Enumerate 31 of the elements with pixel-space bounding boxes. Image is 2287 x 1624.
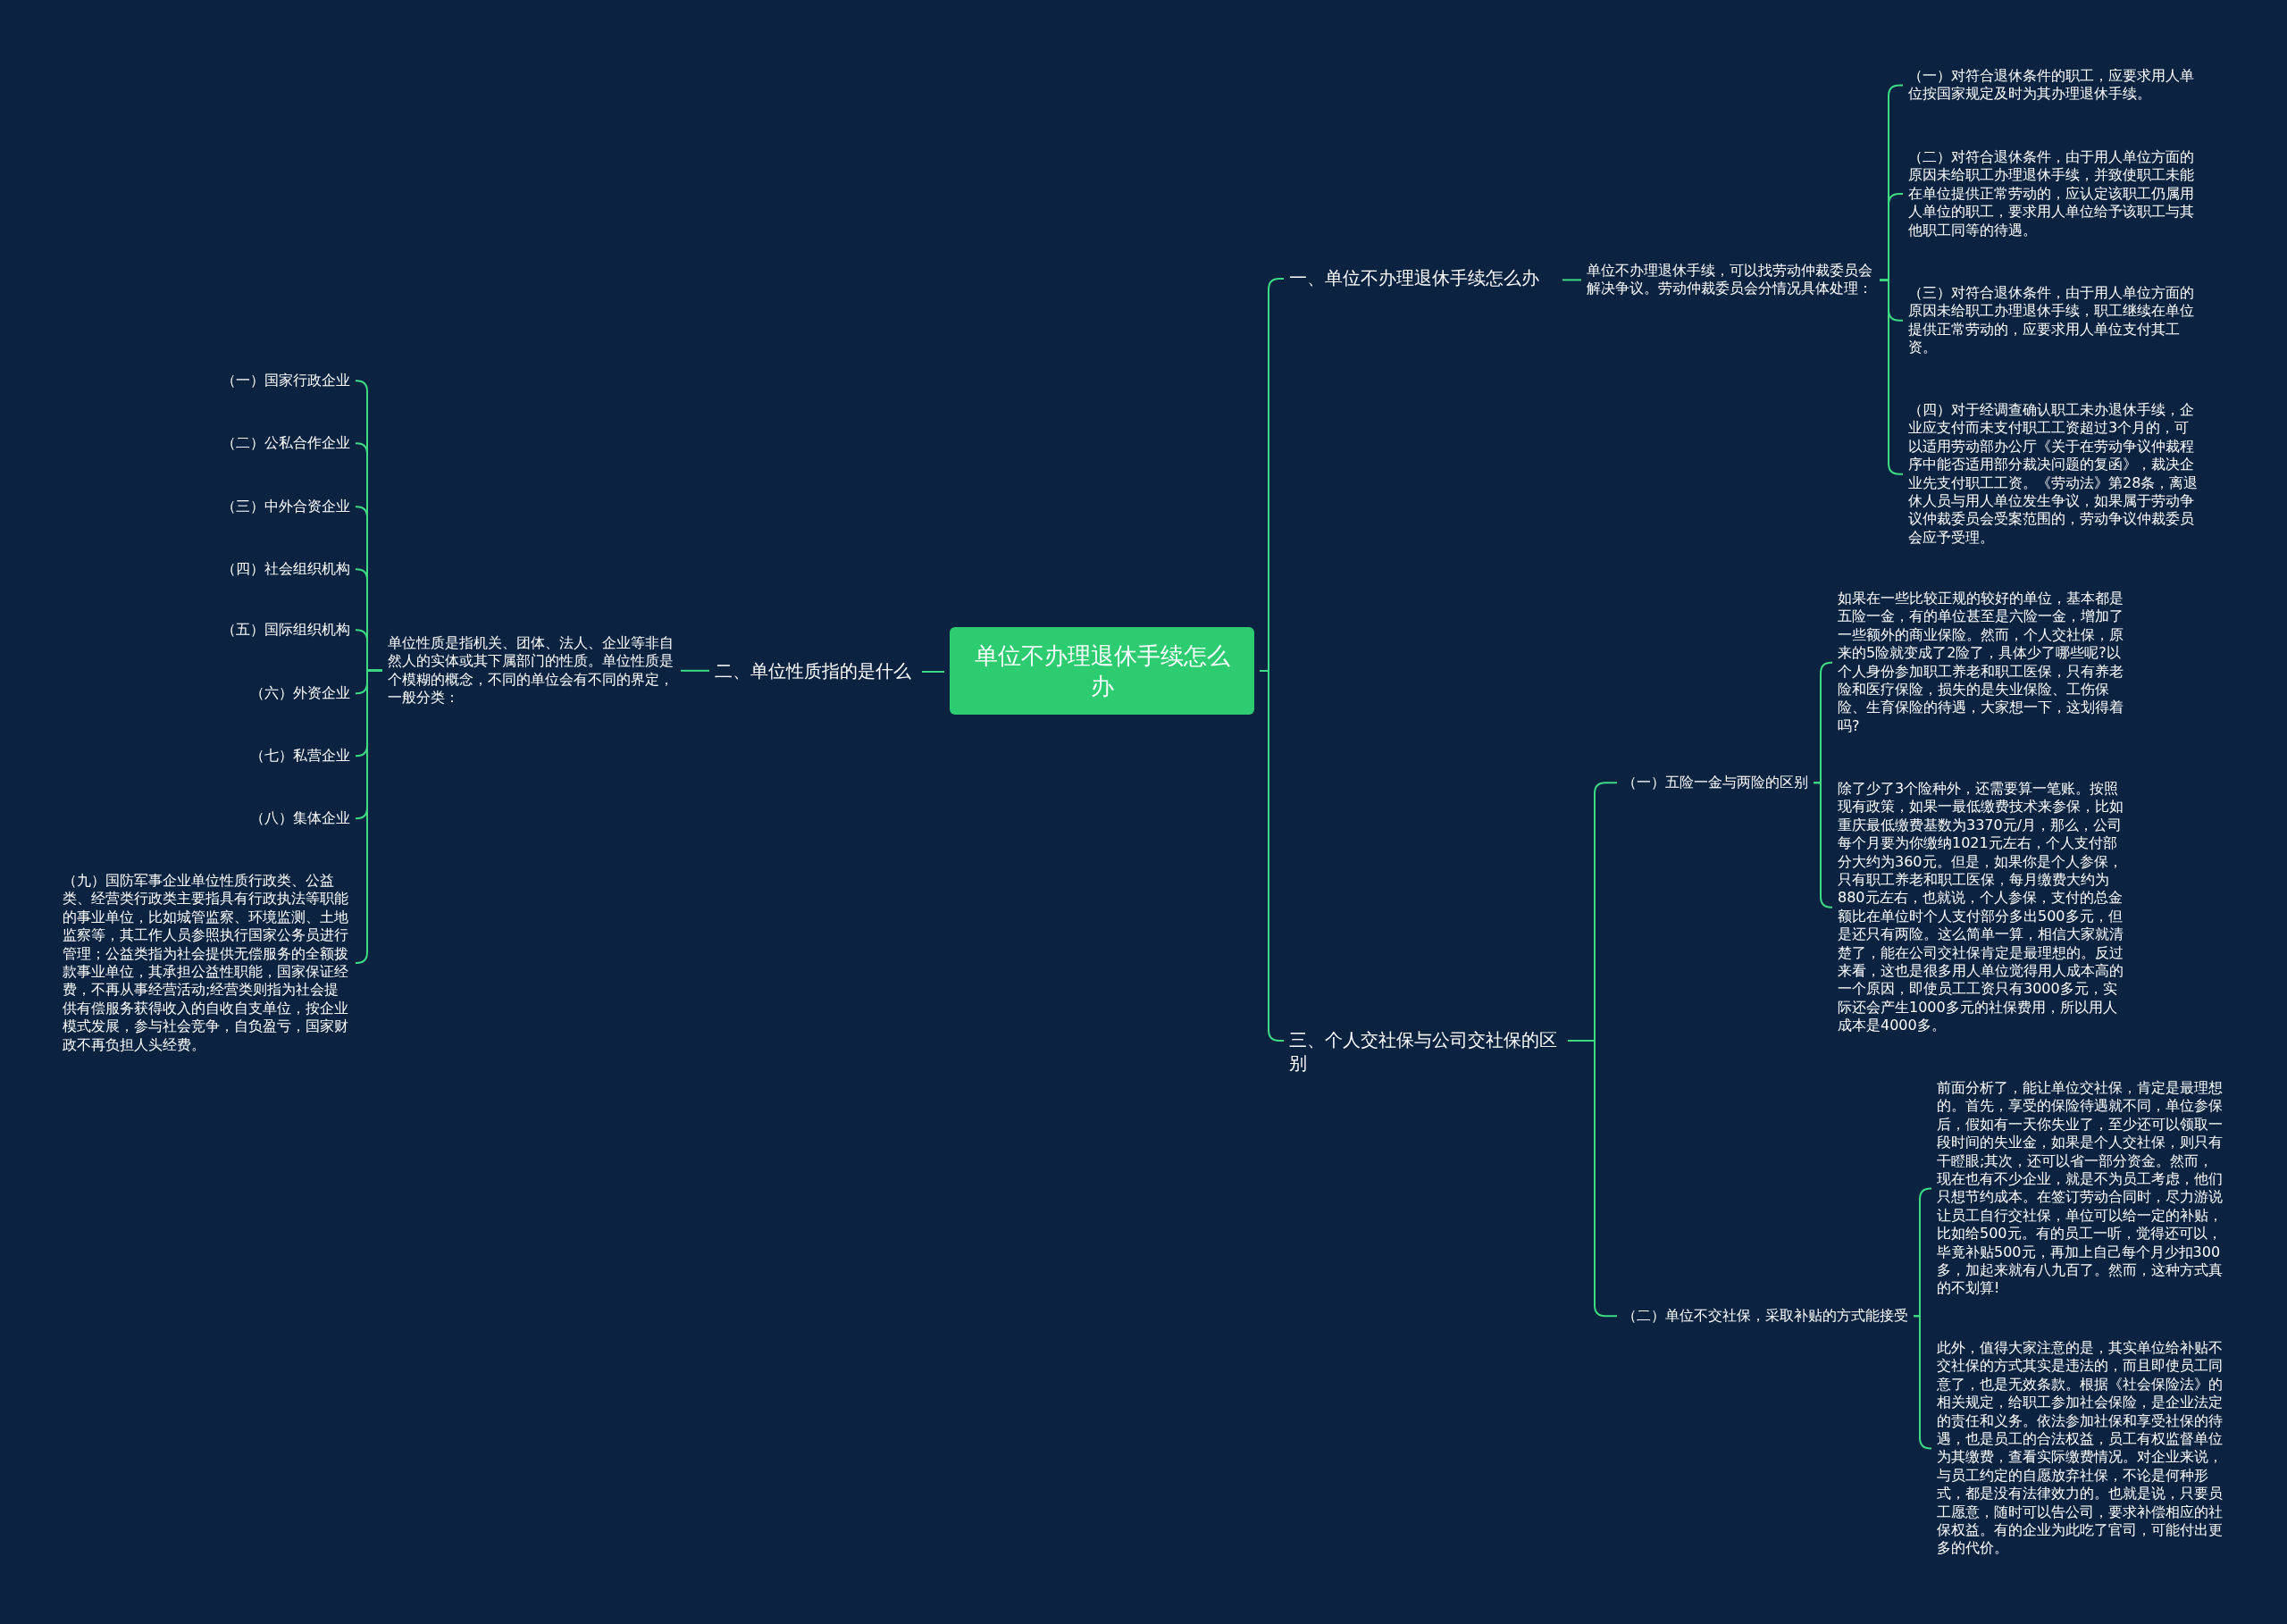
connector-line	[921, 671, 945, 673]
branch-topic: 二、单位性质指的是什么	[715, 659, 917, 682]
subtopic-text: （八）集体企业	[250, 809, 350, 828]
subtopic-text: （五）国际组织机构	[222, 621, 350, 640]
paragraph-text: （二）对符合退休条件，由于用人单位方面的原因未给职工办理退休手续，并致使职工未能在单位提供正常劳动的，应认定该职工仍属用人单位的职工，要求用人单位给予该职工与其他职工同等的待遇。	[1908, 148, 2199, 240]
central-topic-box: 单位不办理退休手续怎么办	[950, 627, 1254, 715]
paragraph-text: 如果在一些比较正规的较好的单位，基本都是五险一金，有的单位甚至是六险一金，增加了一些额外的商业保险。然而，个人交社保，原来的5险就变成了2险了，具体少了哪些呢?以个人身份参加职工养老和职工医保，只有养老险和医疗保险，损失的是失业保险、工伤保险、生育保险的待遇，大家想一下，这划得着吗?	[1838, 590, 2125, 736]
subtopic-text: （一）五险一金与两险的区别	[1622, 774, 1808, 792]
subtopic-text: （七）私营企业	[250, 747, 350, 766]
paragraph-text: （一）对符合退休条件的职工，应要求用人单位按国家规定及时为其办理退休手续。	[1908, 67, 2199, 104]
connector-line	[355, 669, 383, 965]
subtopic-text: （二）公私合作企业	[222, 434, 350, 453]
branch-topic: 一、单位不办理退休手续怎么办	[1289, 266, 1557, 289]
connector-line	[1813, 782, 1833, 908]
connector-line	[1562, 279, 1582, 281]
paragraph-text: 此外，值得大家注意的是，其实单位给补贴不交社保的方式其实是违法的，而且即使员工同意了，也是无效条款。根据《社会保险法》的相关规定，给职工参加社会保险，是企业法定的责任和义务。依法参加社保和享受社保的待遇，也是员工的合法权益，员工有权监督单位为其缴费，查看实际缴费情况。对企业来说，与员工约定的自愿放弃社保，不论是何种形式，都是没有法律效力的。也就是说，只要员工愿意，随时可以告公司，要求补偿相应的社保权益。有的企业为此吃了官司，可能付出更多的代价。	[1937, 1339, 2224, 1558]
branch-topic: 三、个人交社保与公司交社保的区别	[1289, 1028, 1562, 1075]
paragraph-text: （三）对符合退休条件，由于用人单位方面的原因未给职工办理退休手续，职工继续在单位提供正常劳动的，应要求用人单位支付其工资。	[1908, 284, 2199, 357]
paragraph-text: 前面分析了，能让单位交社保，肯定是最理想的。首先，享受的保险待遇就不同，单位参保后，假如有一天你失业了，至少还可以领取一段时间的失业金，如果是个人交社保，则只有干瞪眼;其次，还可以省一部分资金。然而，现在也有不少企业，就是不为员工考虑，他们只想节约成本。在签订劳动合同时，尽力游说让员工自行交社保，单位可以给一定的补贴，比如给500元。有的员工一听，觉得还可以，毕竟补贴500元，再加上自己每个月少扣300多，加起来就有八九百了。然而，这种方式真的不划算!	[1937, 1079, 2224, 1298]
subtopic-text: （二）单位不交社保，采取补贴的方式能接受	[1622, 1307, 1908, 1326]
connector-line	[1913, 1315, 1932, 1450]
subtopic-text: （六）外资企业	[250, 684, 350, 703]
paragraph-text: （四）对于经调查确认职工未办退休手续，企业应支付而未支付职工工资超过3个月的，可以适用劳动部办公厅《关于在劳动争议仲裁程序中能否适用部分裁决问题的复函》，裁决企业先支付职工工资。《劳动法》第28条，离退休人员与用人单位发生争议，如果属于劳动争议仲裁委员会受案范围的，劳动争议仲裁委员会应予受理。	[1908, 401, 2199, 548]
connector-line	[680, 669, 710, 672]
subtopic-text: （三）中外合资企业	[222, 498, 350, 516]
subtopic-text: （一）国家行政企业	[222, 372, 350, 390]
paragraph-text: 除了少了3个险种外，还需要算一笔账。按照现有政策，如果一最低缴费技术来参保，比如重庆最低缴费基数为3370元/月，那么，公司每个月要为你缴纳1021元左右，个人支付部分大约为360元。但是，如果你是个人参保，只有职工养老和职工医保，每月缴费大约为880元左右，也就说，个人参保，支付的总金额比在单位时个人支付部分多出500多元，但是还只有两险。这么简单一算，相信大家就清楚了，能在公司交社保肯定是最理想的。反过来看，这也是很多用人单位觉得用人成本高的一个原因，即使员工工资只有3000多元，实际还会产生1000多元的社保费用，所以用人成本是4000多。	[1838, 780, 2125, 1035]
subtopic-text: （四）社会组织机构	[222, 560, 350, 579]
paragraph-text: （九）国防军事企业单位性质行政类、公益类、经营类行政类主要指具有行政执法等职能的事业单位，比如城管监察、环境监测、土地监察等，其工作人员参照执行国家公务员进行管理；公益类指为社会提供无偿服务的全额拨款事业单位，其承担公益性职能，国家保证经费，不再从事经营活动;经营类则指为社会提供有偿服务获得收入的自收自支单位，按企业模式发展，参与社会竞争，自负盈亏，国家财政不再负担人头经费。	[63, 872, 350, 1055]
paragraph-text: 单位性质是指机关、团体、法人、企业等非自然人的实体或其下属部门的性质。单位性质是个模糊的概念，不同的单位会有不同的界定，一般分类：	[388, 634, 675, 707]
paragraph-text: 单位不办理退休手续，可以找劳动仲裁委员会解决争议。劳动仲裁委员会分情况具体处理：	[1587, 262, 1874, 298]
